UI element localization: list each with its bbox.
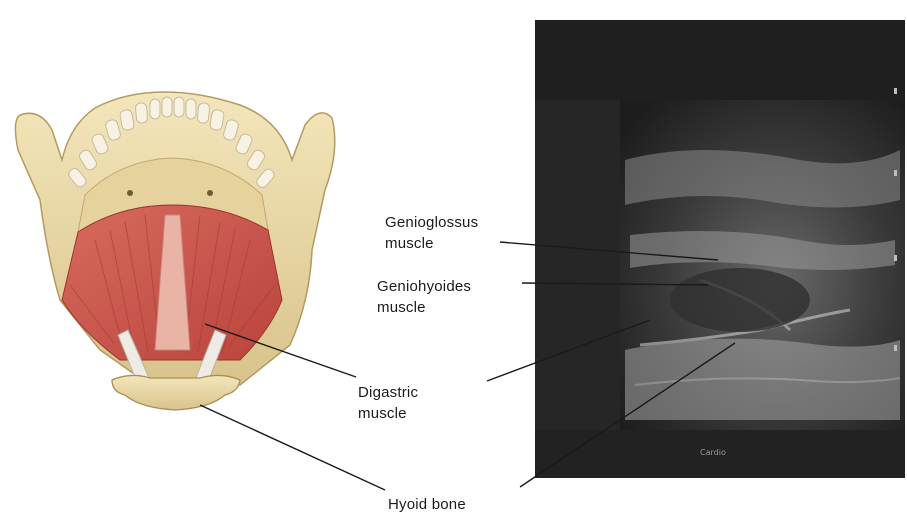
- label-line: muscle: [358, 403, 418, 424]
- ultrasound-geniohyoid-zone: [670, 268, 810, 332]
- label-hyoid-bone: Hyoid bone: [388, 494, 466, 515]
- ultrasound-white-edge: [535, 478, 907, 517]
- label-line: Digastric: [358, 382, 418, 403]
- label-line: Genioglossus: [385, 212, 478, 233]
- ultrasound-top-dark: [535, 20, 905, 100]
- label-geniohyoid-muscle: Geniohyoides muscle: [377, 276, 471, 318]
- label-line: Hyoid bone: [388, 494, 466, 515]
- label-line: muscle: [377, 297, 471, 318]
- label-line: muscle: [385, 233, 478, 254]
- ultrasound-mode-label: Cardio: [700, 448, 726, 457]
- label-line: Geniohyoides: [377, 276, 471, 297]
- label-genioglossus-muscle: Genioglossus muscle: [385, 212, 478, 254]
- label-digastric-muscle: Digastric muscle: [358, 382, 418, 424]
